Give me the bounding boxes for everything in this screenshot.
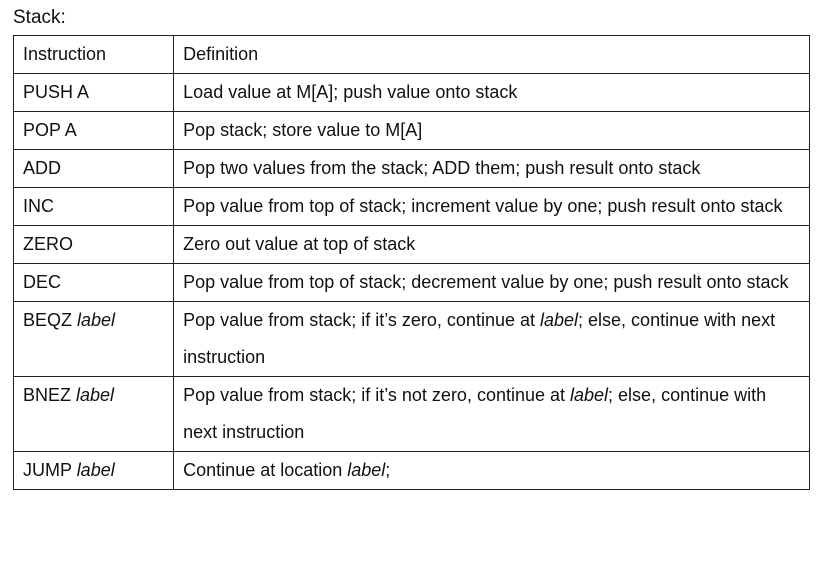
italic-text: label bbox=[76, 385, 115, 405]
text-segment: Pop stack; store value to M[A] bbox=[183, 120, 423, 140]
text-segment: Continue at location bbox=[183, 460, 348, 480]
table-row: PUSH A Load value at M[A]; push value ont… bbox=[12, 73, 810, 112]
cell-instruction: JUMP label bbox=[12, 451, 175, 490]
cell-definition: Pop value from top of stack; increment v… bbox=[173, 187, 810, 226]
text-segment: DEC bbox=[23, 272, 62, 292]
italic-text: label bbox=[347, 460, 386, 480]
table-row: ZERO Zero out value at top of stack bbox=[12, 225, 810, 264]
text-segment: ; else, continue with next instruction bbox=[183, 385, 767, 442]
cell-definition: Pop value from top of stack; decrement v… bbox=[173, 263, 810, 302]
text-segment: Pop value from top of stack; decrement v… bbox=[183, 272, 789, 292]
cell-definition: Pop value from stack; if it’s zero, cont… bbox=[173, 301, 810, 377]
section-heading: Stack: bbox=[13, 7, 66, 28]
text-segment: PUSH A bbox=[23, 82, 90, 102]
text-segment: ; else, continue with next instruction bbox=[183, 310, 776, 367]
text-segment: BEQZ bbox=[23, 310, 78, 330]
italic-text: label bbox=[77, 310, 116, 330]
cell-definition: Continue at location label; bbox=[173, 451, 810, 490]
table-row: DEC Pop value from top of stack; decremen… bbox=[12, 263, 810, 302]
italic-text: label bbox=[76, 460, 115, 480]
cell-instruction: POP A bbox=[12, 111, 175, 150]
column-header-instruction: Instruction bbox=[12, 35, 175, 74]
text-segment: INC bbox=[23, 196, 54, 216]
cell-instruction: INC bbox=[12, 187, 175, 226]
cell-instruction: BNEZ label bbox=[12, 376, 175, 452]
text-segment: ADD bbox=[23, 158, 62, 178]
cell-definition: Pop stack; store value to M[A] bbox=[173, 111, 810, 150]
table-row: INC Pop value from top of stack; incremen… bbox=[12, 187, 810, 226]
cell-definition: Pop value from stack; if it’s not zero, … bbox=[173, 376, 810, 452]
text-segment: Load value at M[A]; push value onto stac… bbox=[183, 82, 518, 102]
table-body: PUSH A Load value at M[A]; push value ont… bbox=[12, 73, 810, 490]
cell-instruction: ZERO bbox=[12, 225, 175, 264]
italic-text: label bbox=[570, 385, 609, 405]
text-segment: ZERO bbox=[23, 234, 74, 254]
table-row: POP A Pop stack; store value to M[A] bbox=[12, 111, 810, 150]
italic-text: label bbox=[540, 310, 579, 330]
text-segment: BNEZ bbox=[23, 385, 77, 405]
instruction-table: Instruction Definition PUSH A Load value … bbox=[12, 35, 810, 490]
cell-instruction: PUSH A bbox=[12, 73, 175, 112]
text-segment: POP A bbox=[23, 120, 77, 140]
cell-instruction: BEQZ label bbox=[12, 301, 175, 377]
cell-instruction: DEC bbox=[12, 263, 175, 302]
table-row: ADD Pop two values from the stack; ADD th… bbox=[12, 149, 810, 188]
cell-instruction: ADD bbox=[12, 149, 175, 188]
cell-definition: Load value at M[A]; push value onto stac… bbox=[173, 73, 810, 112]
text-segment: Pop two values from the stack; ADD them;… bbox=[183, 158, 701, 178]
column-header-definition: Definition bbox=[173, 35, 810, 74]
text-segment: Pop value from stack; if it’s zero, cont… bbox=[183, 310, 540, 330]
text-segment: JUMP bbox=[23, 460, 77, 480]
table-header-row: Instruction Definition bbox=[12, 35, 810, 74]
text-segment: ; bbox=[385, 460, 391, 480]
cell-definition: Zero out value at top of stack bbox=[173, 225, 810, 264]
text-segment: Pop value from top of stack; increment v… bbox=[183, 196, 783, 216]
text-segment: Pop value from stack; if it’s not zero, … bbox=[183, 385, 571, 405]
cell-definition: Pop two values from the stack; ADD them;… bbox=[173, 149, 810, 188]
text-segment: Zero out value at top of stack bbox=[183, 234, 416, 254]
